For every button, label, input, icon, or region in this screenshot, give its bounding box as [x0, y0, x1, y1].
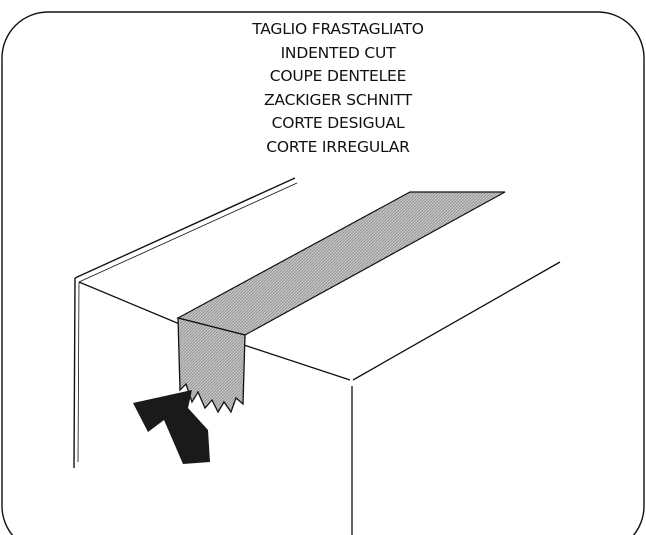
- caption-list: TAGLIO FRASTAGLIATO INDENTED CUT COUPE D…: [153, 18, 523, 159]
- caption-line-de: ZACKIGER SCHNITT: [264, 90, 412, 109]
- box-front-top-edge: [78, 281, 183, 326]
- tape-hanging-end: [177, 317, 246, 414]
- frame-border: [1, 11, 645, 535]
- box-back-edge: [74, 177, 296, 279]
- caption-line-fr: COUPE DENTELEE: [269, 67, 407, 85]
- box-right-top-edge: [352, 261, 561, 381]
- caption-line-es: CORTE DESIGUAL: [271, 114, 405, 132]
- caption-line-it: TAGLIO FRASTAGLIATO: [252, 20, 424, 38]
- tape-strip: [176, 191, 506, 336]
- caption-line-pt: CORTE IRREGULAR: [266, 137, 410, 156]
- box-left-edge: [73, 277, 76, 469]
- pointer-arrow: [133, 390, 210, 464]
- caption-line-en: INDENTED CUT: [280, 43, 396, 62]
